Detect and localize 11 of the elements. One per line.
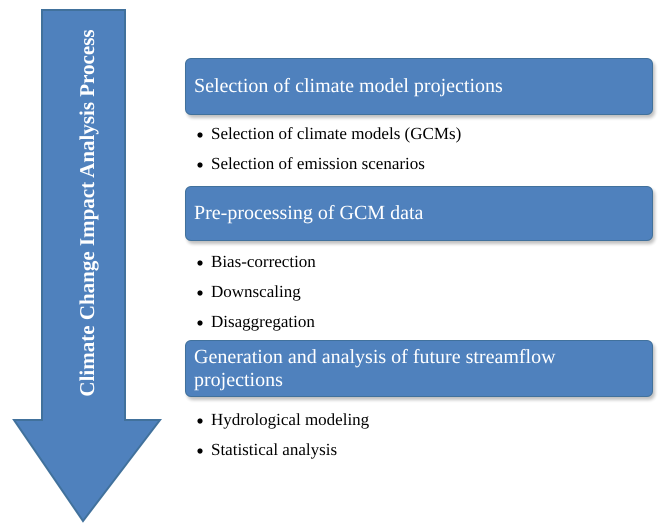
section-header: Generation and analysis of future streamflow projections [185, 340, 653, 397]
bullet-item: Selection of emission scenarios [211, 154, 425, 173]
bullet-item: Downscaling [211, 282, 301, 301]
section-header: Selection of climate model projections [185, 58, 653, 115]
section-header: Pre-processing of GCM data [185, 186, 653, 241]
arrow-label: Climate Change Impact Analysis Process [74, 28, 100, 399]
bullet-item: Disaggregation [211, 312, 315, 331]
bullet-item: Statistical analysis [211, 440, 338, 459]
bullet-item: Selection of climate models (GCMs) [211, 124, 462, 143]
bullet-item: Hydrological modeling [211, 410, 370, 429]
bullet-item: Bias-correction [211, 252, 316, 271]
